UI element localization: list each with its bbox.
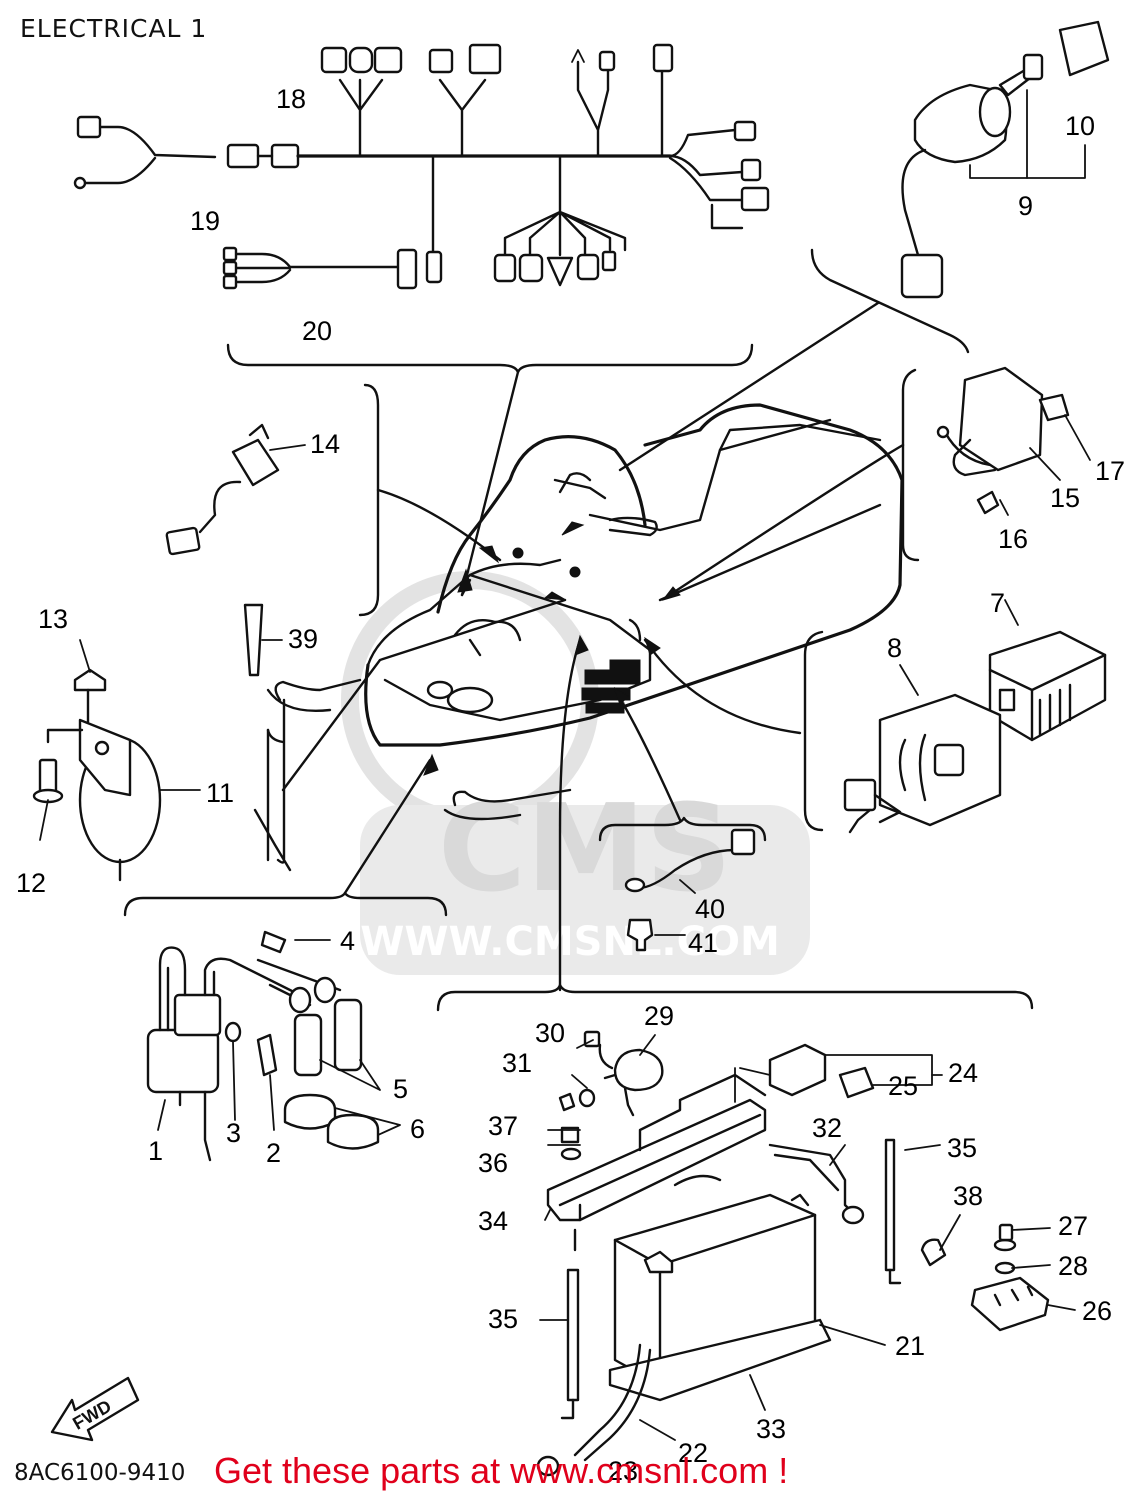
main-wire-harness xyxy=(73,43,770,287)
callout-18: 18 xyxy=(276,84,306,114)
callout-31: 31 xyxy=(502,1048,532,1078)
regulator-leader xyxy=(663,443,905,600)
callout-19: 19 xyxy=(190,206,220,236)
callout-27: 27 xyxy=(1058,1211,1088,1241)
main-switch-bracket xyxy=(810,248,970,354)
cms-watermark: CMS WWW.CMSNL.COM xyxy=(341,571,810,975)
callout-33: 33 xyxy=(756,1414,786,1444)
watermark-logo: CMS xyxy=(438,780,732,919)
callout-36: 36 xyxy=(478,1148,508,1178)
callout-23: 23 xyxy=(608,1456,638,1486)
battery-group-bracket xyxy=(436,983,1034,1012)
callout-26: 26 xyxy=(1082,1296,1112,1326)
callout-24: 24 xyxy=(948,1058,978,1088)
callout-40: 40 xyxy=(695,894,725,924)
callout-1: 1 xyxy=(148,1136,163,1166)
page-title: ELECTRICAL 1 xyxy=(20,14,208,43)
callout-13: 13 xyxy=(38,604,68,634)
switch14-bracket xyxy=(358,383,380,617)
callout-17: 17 xyxy=(1095,456,1125,486)
promo-link-text[interactable]: Get these parts at www.cmsnl.com ! xyxy=(214,1450,789,1491)
callout-14: 14 xyxy=(310,429,340,459)
horn-leader xyxy=(281,598,567,792)
callout-34: 34 xyxy=(478,1206,508,1236)
callout-32: 32 xyxy=(812,1113,842,1143)
callout-35a: 35 xyxy=(947,1133,977,1163)
callout-9: 9 xyxy=(1018,191,1033,221)
callout-7: 7 xyxy=(990,588,1005,618)
callout-16: 16 xyxy=(998,524,1028,554)
callout-29: 29 xyxy=(644,1001,674,1031)
leader-arrowheads xyxy=(423,521,681,776)
callout-25: 25 xyxy=(888,1071,918,1101)
callout-12: 12 xyxy=(16,868,46,898)
watermark-url: WWW.CMSNL.COM xyxy=(360,919,780,965)
sub-wire-harness xyxy=(222,246,418,290)
callout-38: 38 xyxy=(953,1181,983,1211)
callout-10: 10 xyxy=(1065,111,1095,141)
callout-8: 8 xyxy=(887,633,902,663)
callout-5: 5 xyxy=(393,1074,408,1104)
callout-6: 6 xyxy=(410,1114,425,1144)
ignition-group-bracket xyxy=(123,891,448,917)
main-switch-leader xyxy=(618,301,880,472)
callout-21: 21 xyxy=(895,1331,925,1361)
part-14-switch xyxy=(165,423,306,556)
part-11-horn xyxy=(32,639,292,882)
harness-leader xyxy=(460,370,520,597)
callout-2: 2 xyxy=(266,1138,281,1168)
callout-labels: 1 2 3 4 5 6 7 8 9 10 11 12 13 14 15 16 1… xyxy=(16,84,1125,1486)
callout-28: 28 xyxy=(1058,1251,1088,1281)
part-21-38-battery-group xyxy=(536,1030,1076,1477)
callout-22: 22 xyxy=(678,1438,708,1468)
callout-41: 41 xyxy=(688,928,718,958)
part-39-band xyxy=(243,603,283,677)
callout-35b: 35 xyxy=(488,1304,518,1334)
callout-3: 3 xyxy=(226,1118,241,1148)
battery-leader xyxy=(558,638,582,992)
main-switch-assembly xyxy=(900,20,1110,299)
fwd-arrow: FWD xyxy=(50,1376,140,1442)
callout-11: 11 xyxy=(206,778,234,808)
cdi-leader xyxy=(643,638,802,735)
part-1-6-ignition-coil xyxy=(146,930,401,1162)
snowmobile-body xyxy=(266,403,904,821)
callout-15: 15 xyxy=(1050,483,1080,513)
diagram-code: 8AC6100-9410 xyxy=(14,1460,186,1486)
ignition-coil-leader xyxy=(343,758,432,895)
callout-4: 4 xyxy=(340,926,355,956)
harness-group-bracket xyxy=(226,343,754,374)
part-15-regulator xyxy=(901,366,1091,562)
callout-20: 20 xyxy=(302,316,332,346)
part-7-8-cdi-unit xyxy=(803,599,1107,834)
callout-30: 30 xyxy=(535,1018,565,1048)
horn-bracket xyxy=(266,728,285,744)
callout-39: 39 xyxy=(288,624,318,654)
part-40-41-sensors xyxy=(598,816,767,952)
callout-37: 37 xyxy=(488,1111,518,1141)
